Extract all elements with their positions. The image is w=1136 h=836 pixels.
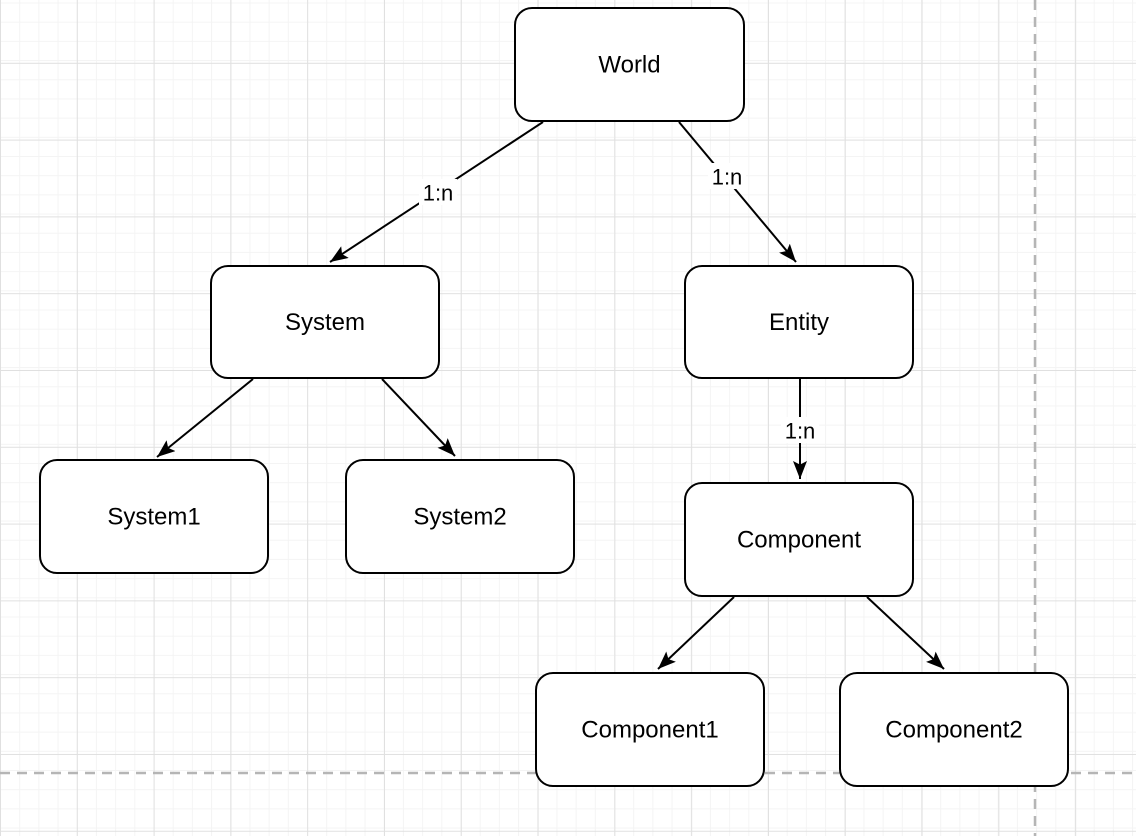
- node-system[interactable]: System: [210, 265, 440, 379]
- edge-system-system1[interactable]: [156, 378, 254, 458]
- node-component1[interactable]: Component1: [535, 672, 765, 787]
- node-label: World: [598, 52, 660, 79]
- node-box[interactable]: [514, 7, 745, 122]
- node-box[interactable]: [684, 482, 914, 597]
- edge-label-world-entity[interactable]: 1:n: [708, 163, 746, 190]
- node-box[interactable]: [39, 459, 269, 574]
- node-box[interactable]: [210, 265, 440, 379]
- edge-component-component1[interactable]: [657, 596, 735, 670]
- node-component[interactable]: Component: [684, 482, 914, 597]
- edge-label-text: 1:n: [712, 165, 743, 190]
- node-label: Component2: [885, 717, 1022, 744]
- node-component2[interactable]: Component2: [839, 672, 1069, 787]
- node-box[interactable]: [839, 672, 1069, 787]
- edge-label-background: [781, 417, 819, 443]
- edge-label-text: 1:n: [423, 181, 454, 206]
- node-world[interactable]: World: [514, 7, 745, 122]
- edge-world-entity[interactable]: [678, 121, 797, 263]
- node-label: Component1: [581, 717, 718, 744]
- nodes-layer: World System Entity System1 System2 Comp: [39, 7, 1069, 787]
- node-label: System: [285, 309, 365, 336]
- node-box[interactable]: [345, 459, 575, 574]
- node-box[interactable]: [684, 265, 914, 379]
- edge-component-component2[interactable]: [866, 596, 945, 670]
- edge-label-background: [708, 163, 746, 189]
- node-label: System1: [107, 504, 200, 531]
- edge-system-system2[interactable]: [381, 378, 456, 457]
- edge-label-entity-component[interactable]: 1:n: [781, 417, 819, 444]
- node-label: Entity: [769, 309, 829, 336]
- edge-label-world-system[interactable]: 1:n: [419, 179, 457, 206]
- edge-label-text: 1:n: [785, 419, 816, 444]
- node-label: Component: [737, 527, 861, 554]
- edge-labels-layer: 1:n 1:n 1:n: [419, 163, 819, 444]
- node-label: System2: [413, 504, 506, 531]
- node-entity[interactable]: Entity: [684, 265, 914, 379]
- node-system2[interactable]: System2: [345, 459, 575, 574]
- node-system1[interactable]: System1: [39, 459, 269, 574]
- node-box[interactable]: [535, 672, 765, 787]
- edge-label-background: [419, 179, 457, 205]
